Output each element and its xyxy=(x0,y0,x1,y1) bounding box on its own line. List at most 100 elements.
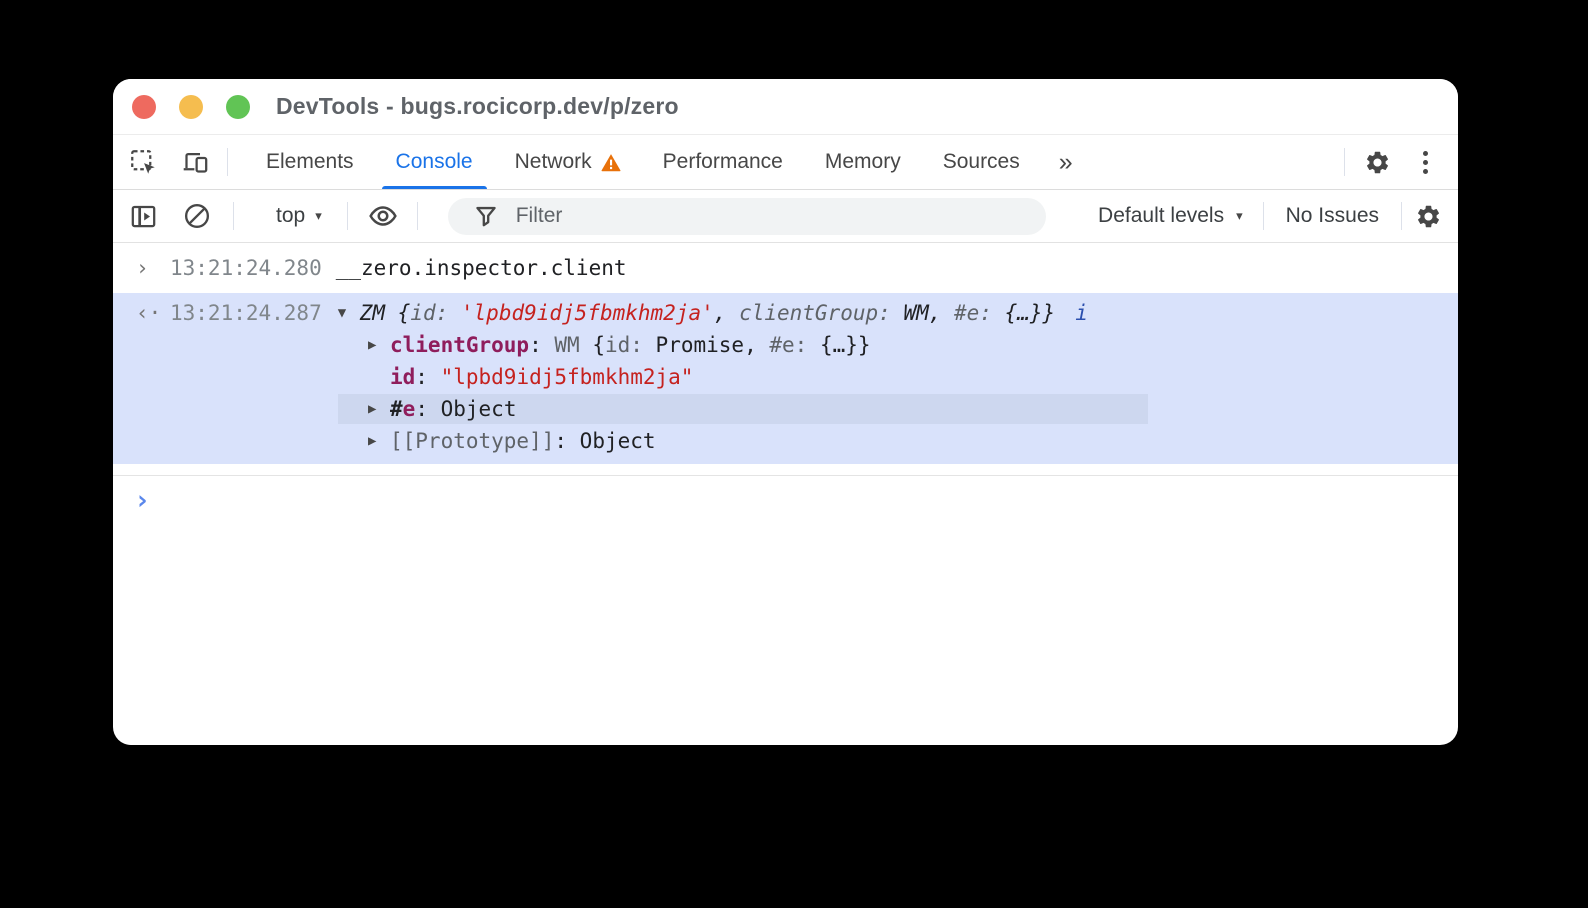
more-tabs-button[interactable]: » xyxy=(1058,147,1073,176)
device-toolbar-icon xyxy=(183,152,207,173)
console-input-echo-row[interactable]: › 13:21:24.280 __zero.inspector.client xyxy=(113,243,1458,293)
tab-label: Elements xyxy=(266,150,354,173)
devtools-tab-bar: Elements Console Network Performance Mem… xyxy=(113,135,1458,190)
expand-triangle-icon[interactable]: ▶ xyxy=(368,433,377,449)
result-preview-row[interactable]: ‹· 13:21:24.287 ▼ ZM {id: 'lpbd9idj5fbmk… xyxy=(113,297,1458,329)
tab-network[interactable]: Network xyxy=(494,135,642,189)
object-preview: ZM {id: 'lpbd9idj5fbmkhm2ja', clientGrou… xyxy=(360,301,1055,325)
property-row-clientgroup[interactable]: ▶ clientGroup: WM {id: Promise, #e: {…}} xyxy=(113,329,1458,361)
preview-value-e: {…} xyxy=(1004,301,1043,325)
preview-separator: , xyxy=(928,301,955,325)
property-key: id xyxy=(390,365,416,389)
property-row-id[interactable]: id: "lpbd9idj5fbmkhm2ja" xyxy=(113,361,1458,393)
console-prompt[interactable]: › xyxy=(113,475,1458,516)
tab-elements[interactable]: Elements xyxy=(245,135,375,189)
toolbar-divider xyxy=(1262,202,1264,230)
value-class-name: WM xyxy=(554,333,593,357)
property-row-e[interactable]: ▶ #e: Object xyxy=(113,393,1458,425)
gear-icon xyxy=(1417,205,1439,227)
nested-key-e: #e: xyxy=(769,333,820,357)
property-string-value: "lpbd9idj5fbmkhm2ja" xyxy=(440,365,694,389)
property-value: Object xyxy=(579,429,656,453)
clear-icon xyxy=(184,203,210,229)
show-console-sidebar-button[interactable] xyxy=(125,198,161,234)
preview-key-clientgroup: clientGroup: xyxy=(739,301,904,325)
devtools-window: DevTools - bugs.rocicorp.dev/p/zero Elem… xyxy=(113,79,1458,745)
toolbar-divider xyxy=(227,148,228,176)
property-content: clientGroup: WM {id: Promise, #e: {…}} xyxy=(390,333,871,357)
overflow-menu-button[interactable] xyxy=(1423,159,1428,165)
create-live-expression-button[interactable] xyxy=(365,198,401,234)
tab-sources[interactable]: Sources xyxy=(922,135,1041,189)
brace: { xyxy=(592,333,605,357)
tab-performance[interactable]: Performance xyxy=(642,135,804,189)
issues-status[interactable]: No Issues xyxy=(1285,204,1379,227)
brace: } xyxy=(857,333,871,357)
javascript-context-selector[interactable]: top ▾ xyxy=(268,204,330,228)
filter-input[interactable]: Filter xyxy=(447,197,1046,235)
property-key: clientGroup xyxy=(390,333,530,357)
expand-triangle-icon[interactable]: ▶ xyxy=(368,401,377,417)
collapse-triangle-icon[interactable]: ▼ xyxy=(337,305,347,321)
preview-value-clientgroup: WM xyxy=(903,301,929,325)
title-bar: DevTools - bugs.rocicorp.dev/p/zero xyxy=(113,79,1458,135)
log-levels-selector[interactable]: Default levels ▾ xyxy=(1078,204,1263,228)
minimize-window-button[interactable] xyxy=(179,94,203,119)
property-content: [[Prototype]]: Object xyxy=(390,429,656,453)
toolbar-divider xyxy=(346,202,348,230)
toggle-device-toolbar-button[interactable] xyxy=(177,144,213,180)
settings-button[interactable] xyxy=(1359,144,1395,180)
selected-row-highlight xyxy=(338,394,1148,424)
property-content: id: "lpbd9idj5fbmkhm2ja" xyxy=(390,365,693,389)
property-key: [[Prototype]] xyxy=(390,429,555,453)
gear-icon xyxy=(1366,151,1388,173)
preview-key-e: #e: xyxy=(954,301,1005,325)
filter-placeholder: Filter xyxy=(515,204,563,227)
eye-icon xyxy=(368,206,397,226)
result-chevron-icon: ‹· xyxy=(136,301,162,325)
property-content: #e: Object xyxy=(390,397,516,421)
tab-label: Network xyxy=(514,150,592,173)
property-key: e xyxy=(402,397,416,421)
preview-separator: , xyxy=(713,301,740,325)
colon: : xyxy=(415,397,441,421)
tab-label: Sources xyxy=(942,150,1020,173)
console-result-message: ‹· 13:21:24.287 ▼ ZM {id: 'lpbd9idj5fbmk… xyxy=(113,293,1458,464)
nested-value-promise: Promise xyxy=(655,333,745,357)
tab-label: Console xyxy=(395,150,473,173)
input-chevron-icon: › xyxy=(136,256,149,280)
prompt-chevron-icon: › xyxy=(134,485,151,516)
colon: : xyxy=(554,429,580,453)
toolbar-divider xyxy=(1344,148,1345,176)
clear-console-button[interactable] xyxy=(179,198,215,234)
tab-label: Memory xyxy=(824,150,901,173)
window-title: DevTools - bugs.rocicorp.dev/p/zero xyxy=(276,93,679,119)
preview-value-id: 'lpbd9idj5fbmkhm2ja' xyxy=(460,301,714,325)
timestamp: 13:21:24.287 xyxy=(170,301,322,325)
toolbar-divider xyxy=(1401,202,1402,230)
warning-icon xyxy=(601,153,621,171)
context-label: top xyxy=(276,204,306,227)
console-toolbar: top ▾ Filter Default levels ▾ No Issues xyxy=(113,190,1458,243)
nested-value-e: {…} xyxy=(819,333,858,357)
panel-tabs: Elements Console Network Performance Mem… xyxy=(245,135,1041,189)
inspect-element-button[interactable] xyxy=(125,144,161,180)
object-class-name: ZM xyxy=(359,301,398,325)
property-value: Object xyxy=(440,397,517,421)
timestamp: 13:21:24.280 xyxy=(170,256,322,280)
expand-triangle-icon[interactable]: ▶ xyxy=(368,337,377,353)
zoom-window-button[interactable] xyxy=(226,94,250,119)
property-row-prototype[interactable]: ▶ [[Prototype]]: Object xyxy=(113,425,1458,457)
info-hint-icon[interactable]: i xyxy=(1075,301,1088,325)
inspect-cursor-icon xyxy=(130,149,155,174)
toolbar-divider xyxy=(233,202,234,230)
nested-key-id: id: xyxy=(604,333,656,357)
tab-label: Performance xyxy=(662,150,783,173)
toolbar-divider xyxy=(416,202,418,230)
close-window-button[interactable] xyxy=(132,94,156,119)
tab-console[interactable]: Console xyxy=(375,135,494,189)
preview-brace: { xyxy=(397,301,411,325)
tab-memory[interactable]: Memory xyxy=(804,135,922,189)
separator: , xyxy=(744,333,770,357)
console-settings-button[interactable] xyxy=(1410,198,1446,234)
